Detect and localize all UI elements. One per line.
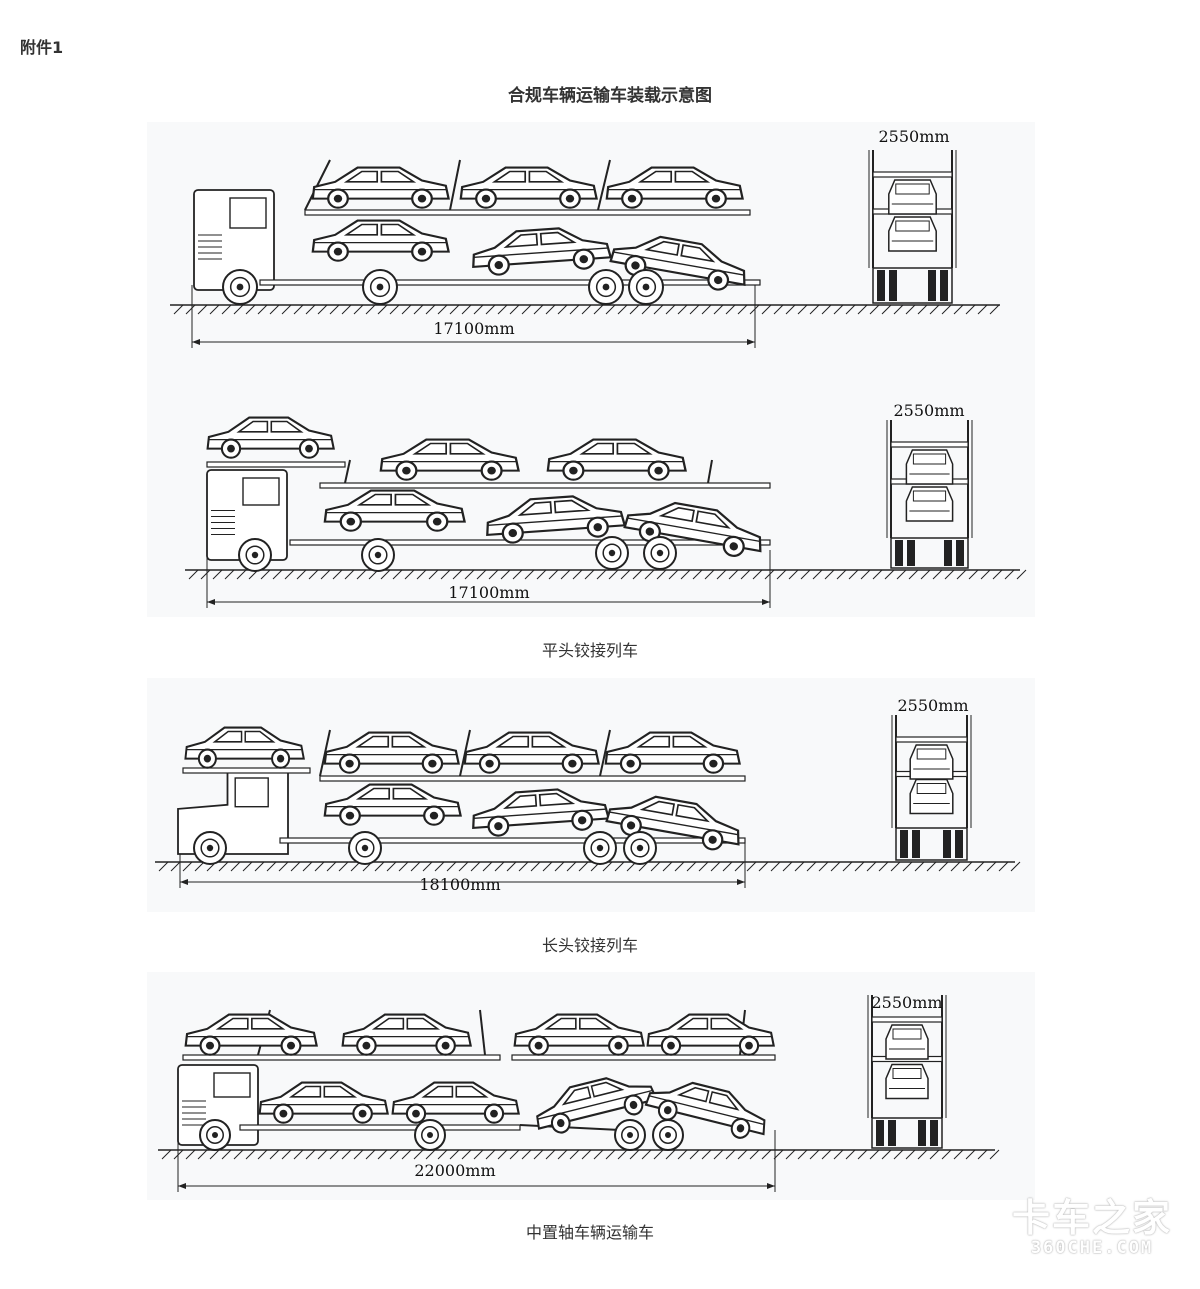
watermark-logo: 卡车之家 360CHE.COM [1012,1198,1172,1258]
caption-center-axle: 中置轴车辆运输车 [525,1223,654,1242]
watermark-name: 卡车之家 [1011,1196,1172,1240]
caption-flat-head: 平头铰接列车 [541,641,638,660]
diagram-panel-long-head [147,678,1035,912]
diagram-panel-center-axle [147,972,1035,1200]
diagram-panel-flat-head [147,122,1035,617]
watermark-site: 360CHE.COM [1030,1238,1154,1258]
caption-long-head: 长头铰接列车 [541,936,638,955]
attachment-label: 附件1 [20,38,64,57]
page-title: 合规车辆运输车装载示意图 [508,86,712,106]
